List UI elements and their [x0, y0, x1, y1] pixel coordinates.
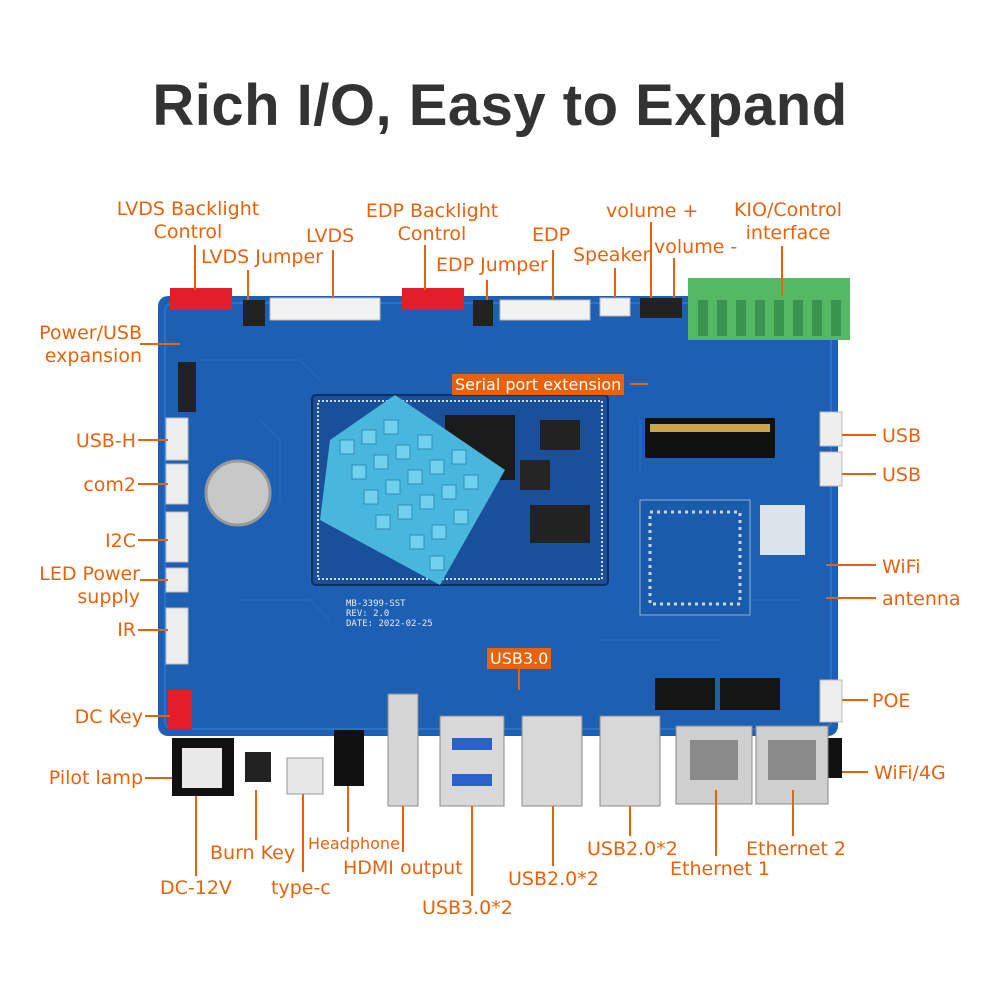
label-pilot-lamp: Pilot lamp [48, 767, 143, 789]
label-power-usb: Power/USB expansion [20, 322, 142, 368]
board-rev-text: REV: 2.0 [346, 609, 389, 619]
heatsink [320, 395, 505, 585]
label-volume-minus: volume - [654, 236, 738, 258]
label-wifi: WiFi [882, 556, 921, 578]
label-ethernet2: Ethernet 2 [746, 838, 846, 860]
label-power-usb-line1: Power/USB [39, 322, 142, 344]
headphone-jack [334, 730, 364, 786]
label-led-power: LED Power supply [20, 563, 140, 609]
label-lvds-backlight: LVDS Backlight Control [108, 198, 268, 244]
label-lvds-backlight-line1: LVDS Backlight [116, 198, 260, 220]
label-ir: IR [117, 619, 136, 641]
label-com2: com2 [83, 474, 136, 496]
label-ethernet1: Ethernet 1 [670, 858, 770, 880]
label-volume-plus: volume + [606, 200, 699, 222]
lvds-backlight-conn [170, 288, 232, 310]
label-speaker: Speaker [573, 244, 651, 266]
label-i2c: I2C [105, 530, 136, 552]
label-edp-backlight: EDP Backlight Control [358, 200, 506, 246]
label-kio-line1: KIO/Control [733, 199, 843, 221]
label-type-c: type-c [271, 877, 331, 899]
label-dc-12v: DC-12V [160, 877, 232, 899]
edp-conn [499, 299, 591, 321]
edp-backlight-conn [402, 288, 464, 310]
label-usb-right-2: USB [882, 464, 922, 486]
label-headphone: Headphone [308, 834, 400, 853]
kio-terminal [688, 278, 850, 340]
label-hdmi-output: HDMI output [343, 857, 463, 879]
label-lvds-backlight-line2: Control [153, 221, 223, 243]
label-usb-h: USB-H [75, 430, 136, 452]
label-lvds-jumper: LVDS Jumper [201, 246, 323, 268]
label-poe: POE [872, 690, 911, 712]
page-title: Rich I/O, Easy to Expand [152, 73, 848, 138]
board-date-text: DATE: 2022-02-25 [346, 619, 433, 629]
lvds-conn [269, 297, 381, 321]
label-kio-line2: interface [745, 222, 831, 244]
label-edp-jumper: EDP Jumper [436, 254, 548, 276]
label-wifi-4g: WiFi/4G [874, 762, 946, 784]
label-usb20-2-b: USB2.0*2 [587, 838, 678, 860]
label-usb20-2-a: USB2.0*2 [508, 868, 599, 890]
label-edp-backlight-line1: EDP Backlight [365, 200, 499, 222]
label-led-power-line2: supply [77, 586, 140, 608]
label-usb30-2: USB3.0*2 [422, 897, 513, 919]
label-usb30-small: USB3.0 [487, 648, 552, 669]
label-burn-key: Burn Key [210, 842, 296, 864]
label-serial-port: Serial port extension [452, 374, 625, 395]
usb20-port-b [599, 715, 661, 807]
board-model-text: MB-3399-SST [346, 599, 406, 609]
label-dc-key: DC Key [74, 706, 143, 728]
label-power-usb-line2: expansion [44, 345, 142, 367]
hdmi-port [387, 693, 419, 807]
type-c-port [286, 757, 324, 795]
label-led-power-line1: LED Power [39, 563, 140, 585]
label-kio: KIO/Control interface [720, 199, 856, 245]
usb20-port-a [521, 715, 583, 807]
label-antenna: antenna [882, 588, 961, 610]
label-lvds: LVDS [306, 225, 355, 247]
label-usb-right-1: USB [882, 425, 922, 447]
label-edp: EDP [532, 224, 571, 246]
usb30-port [439, 715, 505, 807]
label-edp-backlight-line2: Control [397, 223, 467, 245]
coin-cell [204, 459, 272, 527]
